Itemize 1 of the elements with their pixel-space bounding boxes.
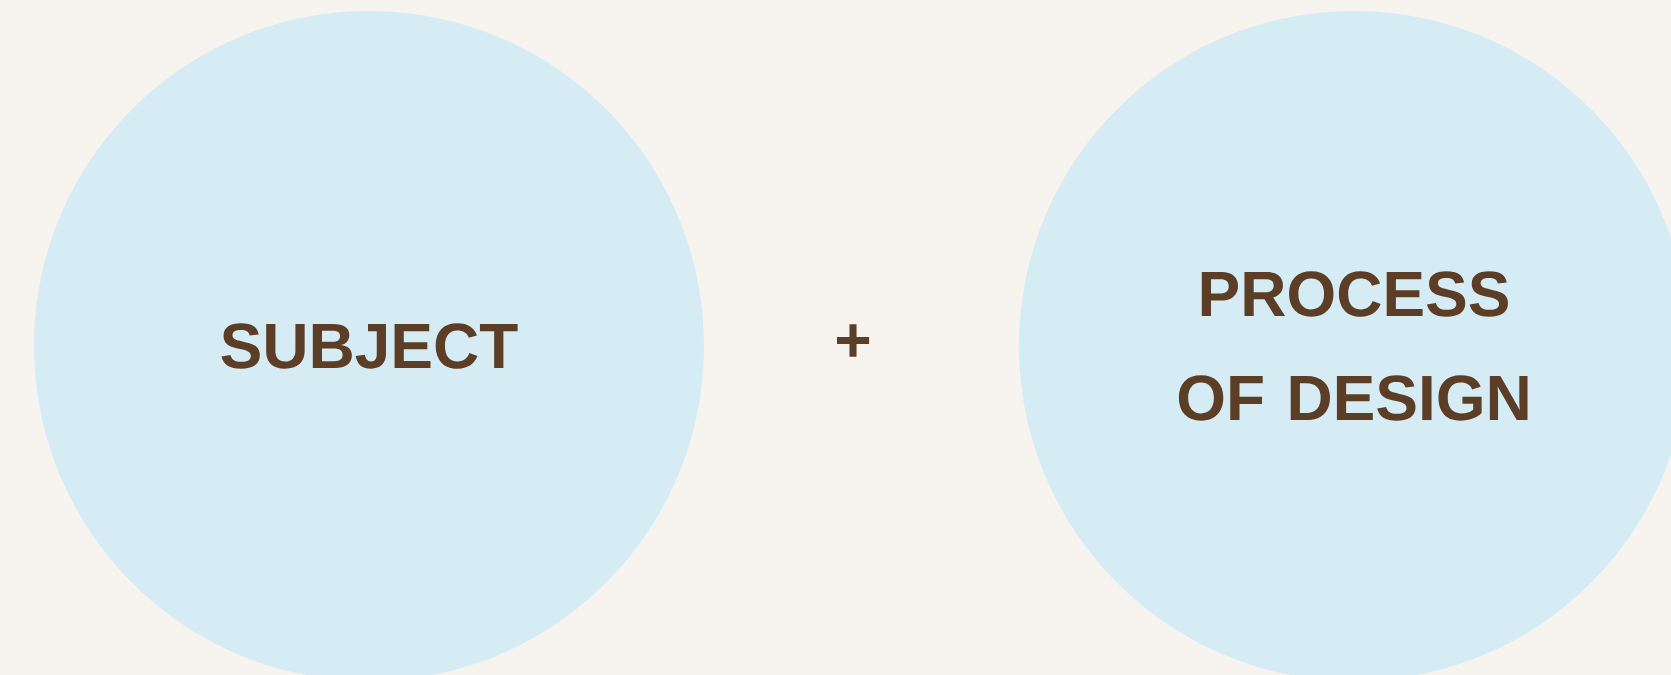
plus-sign: + (837, 324, 870, 357)
